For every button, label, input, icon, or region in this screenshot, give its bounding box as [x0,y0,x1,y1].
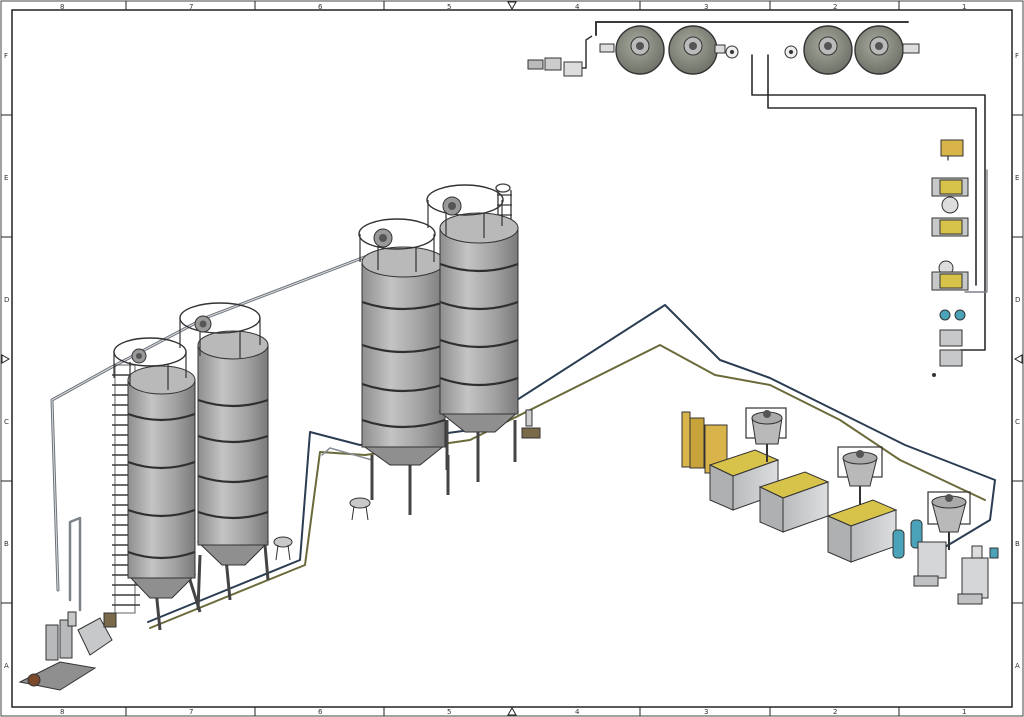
main-pipe-olive [149,344,986,629]
motor-unit [521,409,541,439]
silo-group [112,183,541,631]
tank-1 [599,25,665,75]
right-equipment-column [931,139,969,377]
mixing-area [681,407,999,605]
col-label: 5 [447,3,451,11]
dosing-unit [931,177,969,214]
pump-skid [527,35,593,77]
packing-machine [913,541,999,605]
col-label: 3 [704,708,708,716]
row-label: A [4,662,9,670]
row-labels-left: F E D C B A [4,52,9,670]
col-label: 7 [189,3,193,11]
row-label: D [1015,296,1020,304]
dosing-unit [932,329,963,377]
process-cabinet [758,471,830,533]
silo-4 [426,183,520,482]
rotary-valve [349,497,371,521]
tank-3 [803,25,853,75]
col-label: 6 [318,708,323,716]
col-label: 6 [318,3,323,11]
filter-vessel [892,519,923,559]
row-label: C [4,418,9,426]
ladder-cage [112,374,140,606]
col-label: 5 [447,708,451,716]
row-label: F [4,52,8,60]
col-label: 4 [575,3,580,11]
main-pipe-dark [147,304,996,623]
tank-4 [854,25,920,75]
col-label: 2 [833,3,837,11]
top-tank-row [527,25,920,77]
col-label: 1 [962,708,966,716]
row-label: D [4,296,9,304]
column-labels-bottom: 8 7 6 5 4 3 2 1 [60,708,966,716]
col-label: 4 [575,708,580,716]
col-label: 1 [962,3,966,11]
piping-network [50,21,996,629]
row-label: C [1015,418,1020,426]
col-label: 7 [189,708,193,716]
row-label: A [1015,662,1020,670]
filter-vessel [939,309,951,321]
dosing-unit [931,260,969,291]
silo-2 [179,302,270,611]
silo-3 [358,218,450,515]
dosing-unit [931,217,969,237]
col-label: 8 [60,708,64,716]
rotary-valve [273,536,293,561]
column-labels-top: 8 7 6 5 4 3 2 1 [60,3,966,11]
row-label: B [1015,540,1020,548]
col-label: 3 [704,3,708,11]
row-label: E [4,174,8,182]
row-label: B [4,540,9,548]
intake-station [18,611,117,691]
col-label: 8 [60,3,64,11]
col-label: 2 [833,708,837,716]
mixer-3 [927,491,971,550]
filter-vessel [954,309,966,321]
silo-1 [112,337,202,631]
row-labels-right: F E D C B A [1015,52,1020,670]
row-label: E [1015,174,1019,182]
riser-pipe [68,516,82,612]
tank-2 [668,25,726,75]
process-cabinet [826,499,898,563]
row-label: F [1015,52,1019,60]
mixer-1 [745,407,787,462]
mixer-2 [837,446,883,505]
